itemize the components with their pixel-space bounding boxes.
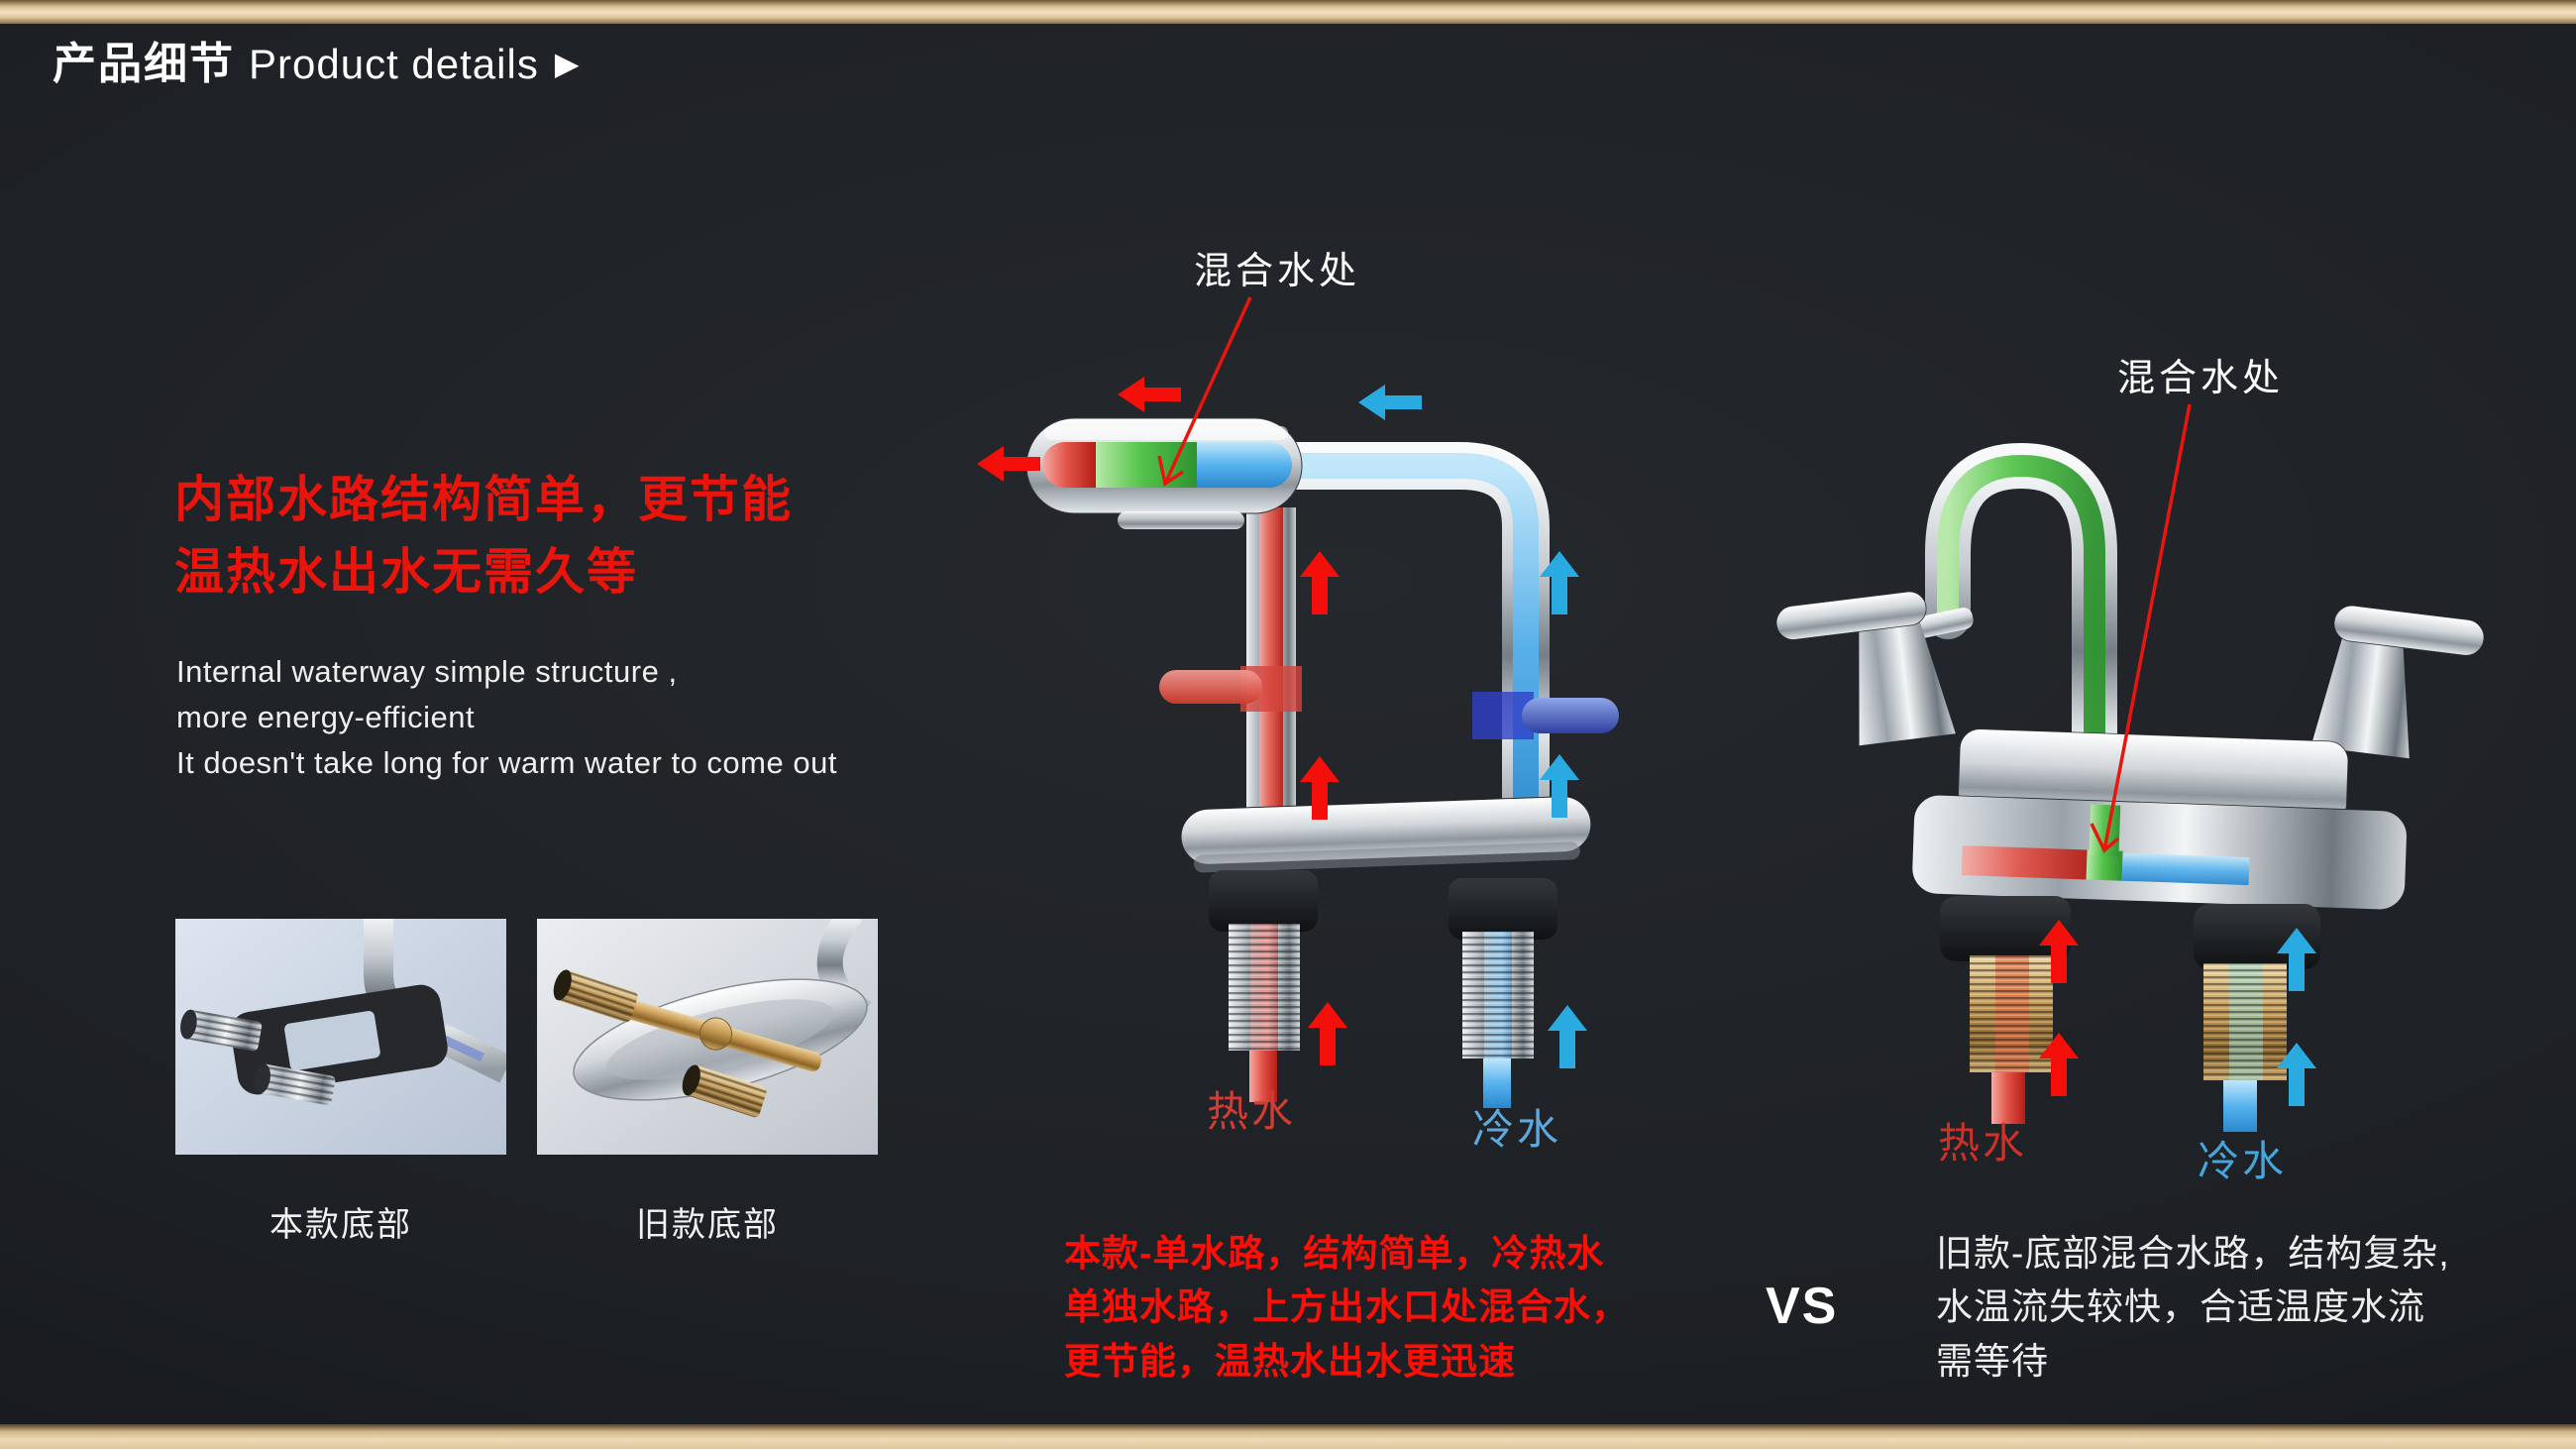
- new-cold-nut: [1449, 878, 1557, 940]
- new-cold-segment: [1197, 442, 1292, 488]
- hot-arrow-left-icon: [1118, 377, 1181, 412]
- gold-bottom-bar: [0, 1424, 2576, 1449]
- photo-old-stub-1: [553, 969, 638, 1023]
- new-deck-plate: [1180, 796, 1592, 873]
- faucet-new-diagram: [977, 296, 1619, 1108]
- old-mix-channel: [1937, 454, 2105, 834]
- old-desc-line-3: 需等待: [1936, 1340, 2049, 1382]
- new-desc-line-3: 更节能，温热水出水更迅速: [1064, 1340, 1516, 1382]
- new-cold-handle: [1522, 698, 1619, 733]
- new-hot-shank: [1229, 924, 1300, 1051]
- old-hot-nut: [1940, 896, 2071, 961]
- subtext-line-1: Internal waterway simple structure ,: [176, 654, 678, 689]
- old-desc-line-1: 旧款-底部混合水路，结构复杂,: [1936, 1233, 2450, 1274]
- title-arrow-icon: ▶: [554, 46, 580, 81]
- caption-old-bottom: 旧款底部: [636, 1206, 779, 1244]
- cold-label-new: 冷水: [1472, 1106, 1562, 1153]
- old-cold-supply: [2223, 1080, 2257, 1132]
- old-hot-channel: [1961, 845, 2088, 880]
- vs-label: VS: [1766, 1278, 1839, 1335]
- hot-label-new: 热水: [1207, 1088, 1297, 1135]
- new-hot-nut: [1209, 870, 1318, 932]
- new-hot-supply: [1249, 1051, 1277, 1102]
- subtext-line-3: It doesn't take long for warm water to c…: [176, 744, 837, 780]
- new-spout-head: [1025, 417, 1303, 529]
- photo-old-manifold: [609, 996, 822, 1072]
- title-zh: 产品细节: [53, 40, 235, 88]
- old-desc-line-2: 水温流失较快，合适温度水流: [1936, 1286, 2425, 1328]
- mix-pointer-line: [1157, 296, 1252, 487]
- subtext-line-2: more energy-efficient: [176, 699, 476, 734]
- new-hot-handle: [1159, 670, 1262, 704]
- mix-label-old: 混合水处: [2117, 358, 2285, 399]
- photo-old-bottom: [537, 919, 878, 1155]
- old-hot-supply: [1991, 1072, 2025, 1124]
- photo-new-stub-1: [180, 1009, 263, 1052]
- headline-red: 内部水路结构简单，更节能 温热水出水无需久等: [174, 464, 793, 608]
- mix-label-new: 混合水处: [1194, 251, 1361, 292]
- hot-label-old: 热水: [1938, 1120, 2028, 1167]
- cold-label-old: 冷水: [2198, 1138, 2288, 1184]
- old-mix-point: [2086, 849, 2123, 881]
- old-right-handle: [2310, 605, 2485, 759]
- caption-new-bottom: 本款底部: [269, 1206, 412, 1244]
- photo-new-stub-2: [254, 1063, 336, 1105]
- subtext-english: Internal waterway simple structure , mor…: [176, 649, 837, 786]
- gold-top-bar: [0, 0, 2576, 24]
- title-en: Product details: [249, 41, 539, 87]
- photo-old-stub-2: [682, 1064, 767, 1118]
- old-base: [1911, 728, 2408, 911]
- headline-line-2: 温热水出水无需久等: [174, 543, 638, 600]
- hot-arrow-up-icon: [1300, 551, 1340, 614]
- mix-pointer-line: [2090, 403, 2192, 853]
- new-desc-line-2: 单独水路，上方出水口处混合水，: [1064, 1286, 1629, 1328]
- old-left-handle: [1775, 591, 1956, 746]
- page-title: 产品细节 Product details ▶: [53, 28, 579, 91]
- headline-line-1: 内部水路结构简单，更节能: [174, 472, 793, 527]
- photo-new-bottom: [175, 919, 506, 1155]
- new-cold-supply: [1483, 1059, 1511, 1108]
- new-desc-line-1: 本款-单水路，结构简单，冷热水: [1064, 1233, 1605, 1274]
- faucet-old-diagram: [1775, 403, 2485, 1132]
- new-cold-channel: [1268, 453, 1539, 831]
- new-faucet-description: 本款-单水路，结构简单，冷热水 单独水路，上方出水口处混合水， 更节能，温热水出…: [1064, 1227, 1738, 1389]
- photo-new-bracket: [230, 984, 448, 1095]
- cold-arrow-left-icon: [1358, 385, 1422, 420]
- cold-arrow-up-icon: [1548, 1005, 1587, 1068]
- old-cold-channel: [2121, 852, 2250, 886]
- old-cold-shank: [2203, 963, 2287, 1080]
- hot-arrow-up-icon: [1308, 1002, 1347, 1065]
- new-cold-shank: [1462, 932, 1534, 1059]
- new-hot-segment: [1042, 442, 1096, 488]
- old-faucet-description: 旧款-底部混合水路，结构复杂, 水温流失较快，合适温度水流 需等待: [1936, 1227, 2560, 1389]
- old-hot-shank: [1970, 955, 2053, 1072]
